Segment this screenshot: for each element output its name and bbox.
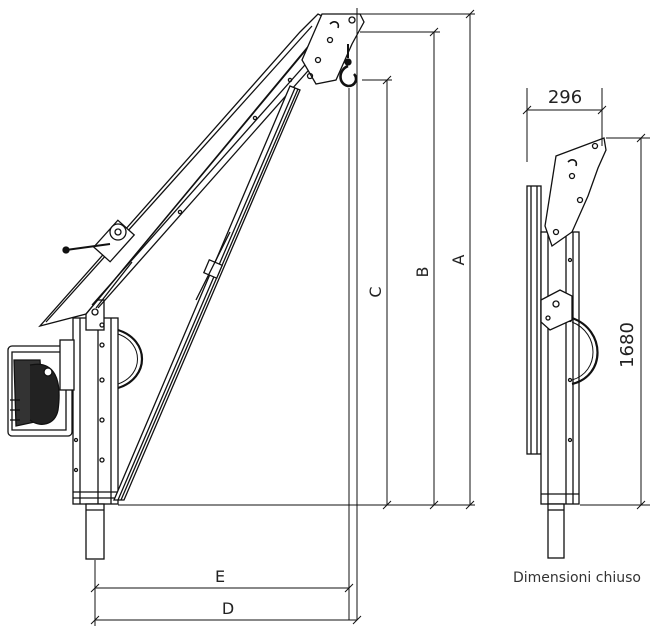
crane-open [7, 13, 365, 560]
dimension-e [90, 560, 354, 626]
dimension-296 [522, 88, 607, 162]
dimension-a [465, 9, 475, 510]
dimension-a-label: A [449, 254, 468, 265]
strut [113, 85, 301, 501]
dimension-d-label: D [222, 599, 234, 618]
hook [339, 44, 358, 88]
dimension-d [90, 615, 362, 625]
dimension-c-label: C [366, 286, 385, 297]
mounting-post [85, 503, 105, 560]
boom [38, 13, 332, 328]
dimension-296-label: 296 [548, 87, 582, 108]
dimension-c [382, 75, 392, 510]
dimension-1680 [580, 133, 650, 510]
column-handle [117, 328, 143, 390]
crane-column [72, 299, 119, 505]
brace [95, 261, 133, 309]
boom-head [301, 13, 365, 85]
dimension-b-label: B [413, 267, 432, 278]
dimension-e-label: E [215, 567, 225, 586]
caption-closed-dimensions: Dimensioni chiuso [513, 570, 641, 586]
dimension-b [429, 27, 439, 510]
winch-motor [7, 339, 75, 437]
crane-closed [526, 137, 607, 559]
dimension-1680-label: 1680 [617, 322, 638, 368]
boom-adjuster [62, 219, 136, 263]
